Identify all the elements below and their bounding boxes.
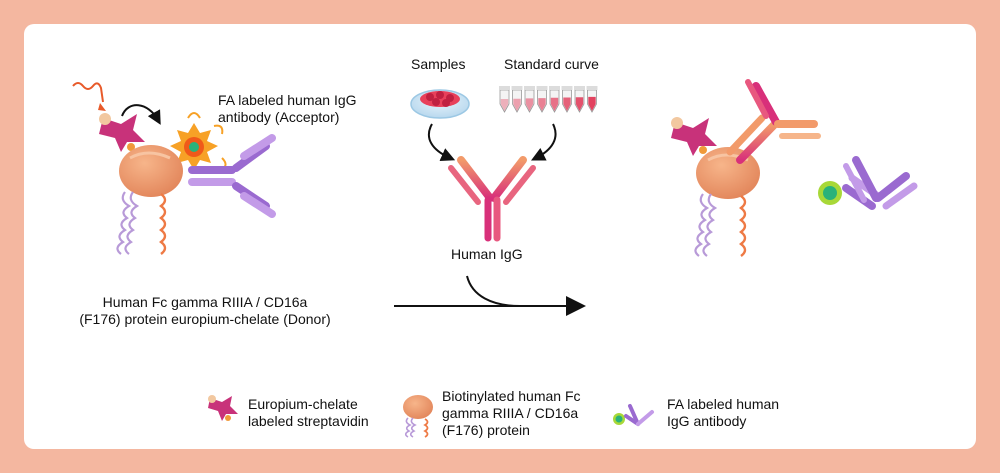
reaction-arrow-icon (394, 275, 586, 316)
tube-1 (499, 86, 510, 113)
samples-label: Samples (411, 56, 466, 72)
human-igg-icon (448, 156, 536, 242)
acceptor-antibody-icon (188, 134, 276, 218)
tube-5 (549, 86, 560, 113)
donor-complex (72, 82, 276, 255)
legend-streptavidin-label: Europium-chelate labeled streptavidin (248, 396, 369, 429)
fc-receptor-protein-icon (694, 147, 760, 257)
tube-4 (536, 86, 548, 113)
acceptor-label: FA labeled human IgG antibody (Acceptor) (218, 92, 357, 125)
tube-7 (574, 86, 585, 113)
legend-protein-label: Biotinylated human Fc gamma RIIIA / CD16… (442, 388, 581, 438)
human-igg-label: Human IgG (451, 246, 523, 262)
curved-arrow-icon (121, 104, 161, 125)
tube-8 (586, 86, 598, 113)
petri-dish-icon (410, 89, 470, 119)
bound-human-igg-icon (726, 79, 821, 164)
standards-arrow-icon (530, 123, 557, 161)
samples-arrow-icon (427, 123, 456, 161)
legend-antibody-label: FA labeled human IgG antibody (667, 396, 780, 429)
legend-antibody-icon (613, 404, 654, 426)
wavy-light-arrow-icon (72, 82, 104, 103)
legend-protein-icon (403, 395, 433, 438)
product-complex (671, 79, 821, 257)
tube-6 (561, 86, 573, 113)
donor-label: Human Fc gamma RIIIA / CD16a (F176) prot… (79, 294, 331, 327)
tube-3 (524, 86, 535, 113)
legend-streptavidin-icon (208, 395, 238, 421)
tube-strip-icon (499, 86, 598, 113)
free-acceptor-antibody-icon (818, 156, 918, 210)
standard-curve-label: Standard curve (504, 56, 599, 72)
tube-2 (511, 86, 523, 113)
fc-receptor-protein-icon (116, 145, 183, 255)
streptavidin-icon (99, 113, 145, 152)
starburst-emission-icon (170, 112, 227, 171)
streptavidin-icon (671, 117, 717, 156)
